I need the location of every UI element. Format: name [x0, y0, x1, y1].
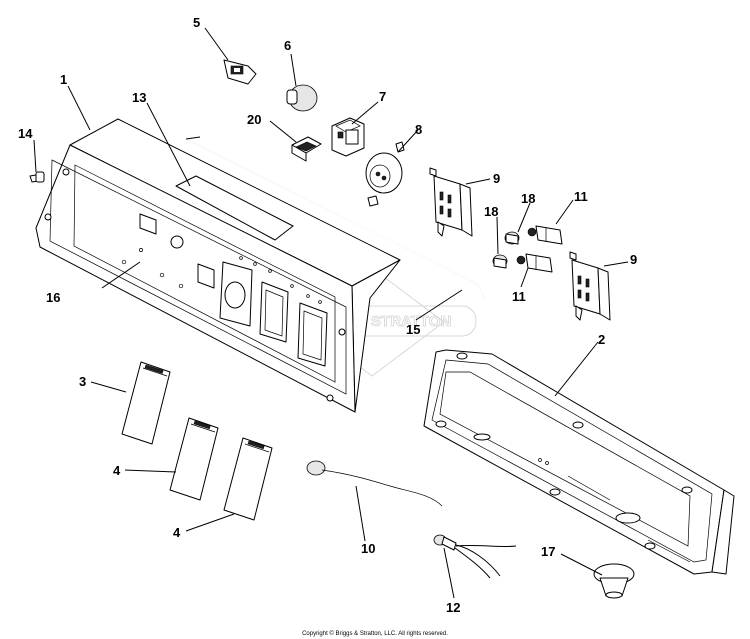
switch-part-7: [331, 117, 365, 157]
cover-part-4-upper: [169, 417, 219, 501]
copyright-notice: Copyright © Briggs & Stratton, LLC. All …: [302, 630, 448, 637]
callout-9b: 9: [630, 252, 637, 267]
switch-part-20: [291, 136, 322, 162]
receptacle-part-9-upper: [429, 167, 473, 237]
callout-10: 10: [361, 541, 375, 556]
cover-part-3: [121, 361, 171, 445]
cover-part-4-lower: [223, 437, 273, 521]
lamp-part-10: [306, 460, 443, 507]
callout-8: 8: [415, 122, 422, 137]
callout-20: 20: [247, 112, 261, 127]
grommet-part-17: [593, 563, 635, 599]
indicator-light-part-18-upper: [504, 231, 520, 245]
indicator-light-part-18-lower: [492, 254, 508, 269]
callout-7: 7: [379, 89, 386, 104]
harness-part-12: [433, 534, 517, 579]
leader-lines: [33, 27, 629, 599]
rod-part-15: [185, 136, 485, 299]
breaker-part-11-upper: [527, 225, 563, 245]
callout-18b: 18: [484, 204, 498, 219]
callout-2: 2: [598, 332, 605, 347]
callout-18a: 18: [521, 191, 535, 206]
callout-6: 6: [284, 38, 291, 53]
callout-11a: 11: [574, 189, 588, 204]
outlet-part-8: [365, 141, 405, 207]
housing-box-part-2: [423, 349, 735, 575]
callout-13: 13: [132, 90, 146, 105]
receptacle-part-9-lower: [569, 251, 611, 321]
callout-14: 14: [18, 126, 33, 141]
callout-5: 5: [193, 15, 200, 30]
callout-3: 3: [79, 374, 86, 389]
callout-12: 12: [446, 600, 460, 615]
callout-9a: 9: [493, 171, 500, 186]
screw-part-14: [29, 171, 45, 183]
breaker-part-5: [223, 59, 257, 85]
decal-part-13: [175, 175, 294, 241]
callout-11b: 11: [512, 289, 526, 304]
control-panel-part: [35, 118, 401, 413]
callout-labels: 1 2 3 4 4 5 6 7 8 9 9 10 11 11 12 13 14 …: [18, 15, 637, 615]
callout-4b: 4: [173, 525, 181, 540]
callout-1: 1: [60, 72, 67, 87]
callout-17: 17: [541, 544, 555, 559]
knob-part-6: [286, 84, 318, 112]
callout-15: 15: [406, 322, 420, 337]
callout-16: 16: [46, 290, 60, 305]
callout-4a: 4: [113, 463, 121, 478]
breaker-part-11-lower: [516, 253, 553, 273]
